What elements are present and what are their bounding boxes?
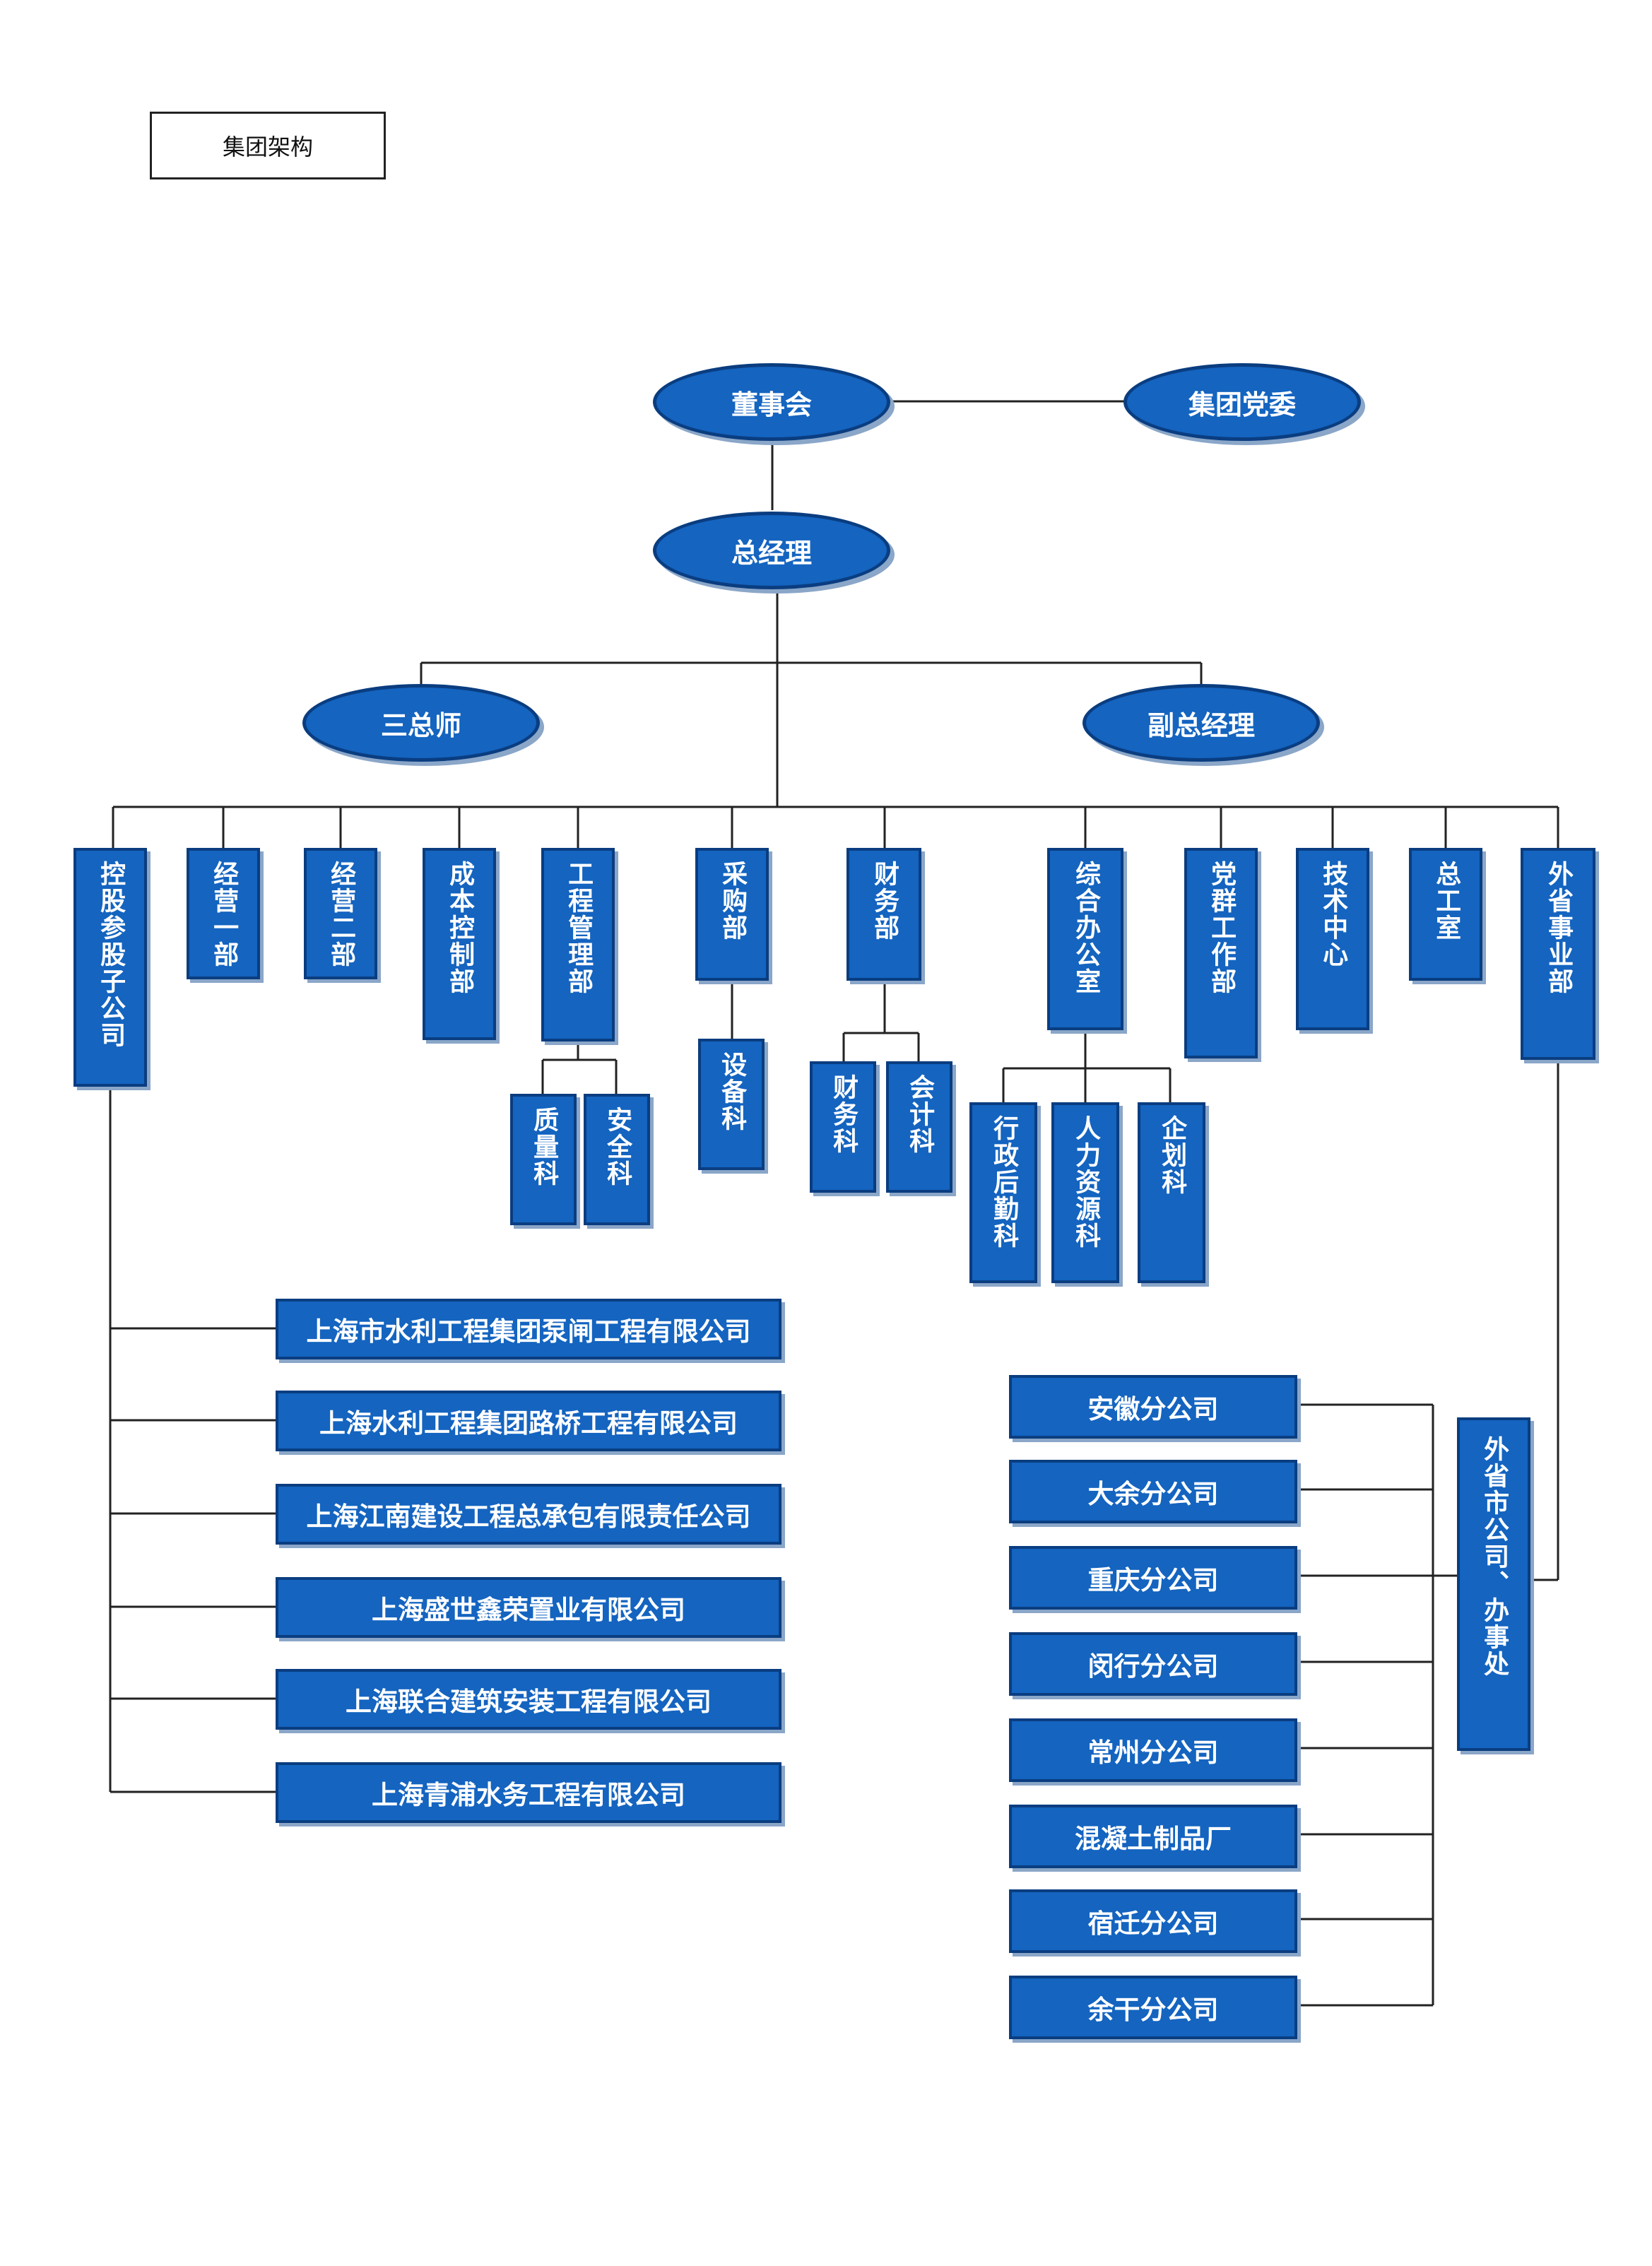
node-board: 董事会 [653, 363, 890, 441]
section-accounting: 会计科 [886, 1061, 952, 1193]
section-admin-logistics: 行政后勤科 [969, 1102, 1037, 1283]
node-general-manager: 总经理 [653, 512, 890, 589]
dept-tech-center: 技术中心 [1296, 848, 1369, 1030]
section-human-resources: 人力资源科 [1051, 1102, 1119, 1283]
section-safety: 安全科 [584, 1094, 650, 1225]
section-quality: 质量科 [510, 1094, 577, 1225]
dept-general-office: 综合办公室 [1047, 848, 1123, 1030]
subsidiary-item: 上海市水利工程集团泵闸工程有限公司 [276, 1299, 781, 1359]
node-party: 集团党委 [1123, 363, 1361, 441]
subsidiary-item: 上海水利工程集团路桥工程有限公司 [276, 1391, 781, 1451]
dept-finance: 财务部 [846, 848, 921, 981]
branch-item: 大余分公司 [1009, 1460, 1297, 1523]
node-provincial-office: 外省市公司、办事处 [1457, 1417, 1530, 1751]
branch-item: 安徽分公司 [1009, 1375, 1297, 1439]
dept-engineering: 工程管理部 [541, 848, 615, 1041]
subsidiary-item: 上海联合建筑安装工程有限公司 [276, 1669, 781, 1730]
subsidiary-item: 上海盛世鑫荣置业有限公司 [276, 1577, 781, 1638]
diagram-caption: 集团架构 [150, 112, 386, 179]
node-deputy-gm: 副总经理 [1082, 684, 1320, 762]
branch-item: 重庆分公司 [1009, 1546, 1297, 1610]
dept-chief-engineer-office: 总工室 [1409, 848, 1482, 981]
dept-party-affairs: 党群工作部 [1184, 848, 1258, 1058]
dept-procurement: 采购部 [695, 848, 769, 981]
section-equipment: 设备科 [698, 1039, 765, 1170]
branch-item: 闵行分公司 [1009, 1632, 1297, 1696]
dept-holding-subsidiaries: 控股参股子公司 [73, 848, 147, 1087]
node-chief-engineers: 三总师 [302, 684, 540, 762]
dept-cost-control: 成本控制部 [423, 848, 496, 1040]
dept-business-one: 经营一部 [187, 848, 260, 979]
subsidiary-item: 上海青浦水务工程有限公司 [276, 1762, 781, 1823]
section-planning: 企划科 [1138, 1102, 1205, 1283]
dept-business-two: 经营二部 [304, 848, 377, 979]
branch-item: 余干分公司 [1009, 1976, 1297, 2039]
section-finance: 财务科 [810, 1061, 876, 1193]
branch-item: 宿迁分公司 [1009, 1889, 1297, 1953]
dept-external-provinces: 外省事业部 [1521, 848, 1595, 1060]
branch-item: 常州分公司 [1009, 1718, 1297, 1782]
branch-item: 混凝土制品厂 [1009, 1805, 1297, 1868]
subsidiary-item: 上海江南建设工程总承包有限责任公司 [276, 1484, 781, 1545]
